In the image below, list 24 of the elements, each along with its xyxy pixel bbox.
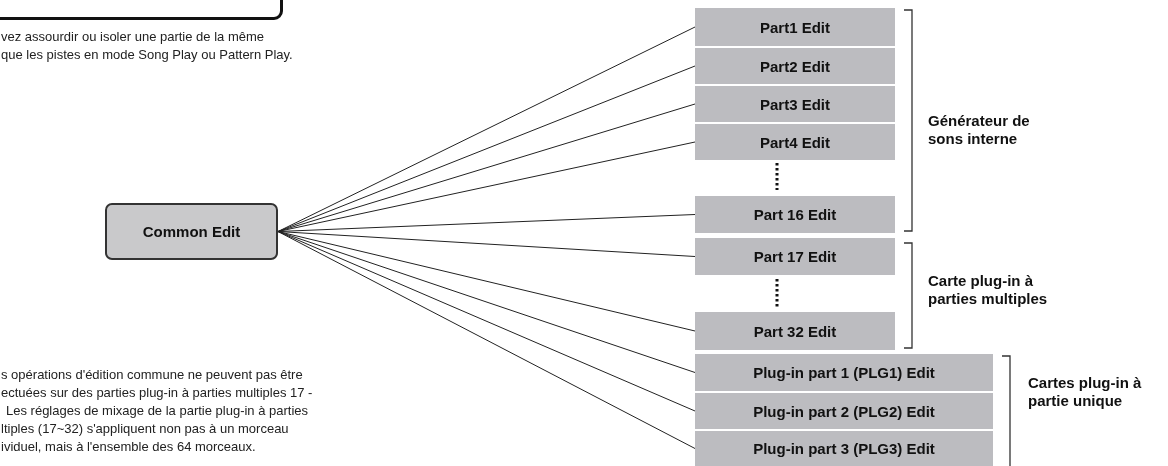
common-edit-box: Common Edit xyxy=(105,203,278,260)
connector-line xyxy=(277,231,696,449)
part-edit-box: Part1 Edit xyxy=(695,8,895,46)
group-label: Cartes plug-in à partie unique xyxy=(1028,374,1143,410)
part-edit-box: Part4 Edit xyxy=(695,124,895,160)
part-edit-box: Plug-in part 1 (PLG1) Edit xyxy=(695,354,993,391)
connector-line xyxy=(277,231,696,412)
part-edit-box: Part 17 Edit xyxy=(695,238,895,275)
group-label: Carte plug-in à parties multiples xyxy=(928,272,1049,308)
note-text: ectuées sur des parties plug-in à parties multiples 17 - xyxy=(1,385,313,401)
note-text: ividuel, mais à l'ensemble des 64 morceaux. xyxy=(1,439,256,455)
note-text: s opérations d'édition commune ne peuvent pas être xyxy=(1,367,303,383)
part-edit-box: Plug-in part 3 (PLG3) Edit xyxy=(695,431,993,466)
part-edit-box: Part 16 Edit xyxy=(695,196,895,233)
note-text: vez assourdir ou isoler une partie de la même xyxy=(1,29,265,45)
group-label: Générateur de sons interne xyxy=(928,112,1031,148)
part-edit-box: Plug-in part 2 (PLG2) Edit xyxy=(695,393,993,429)
note-text: ltiples (17~32) s'appliquent non pas à un morceau xyxy=(1,421,289,437)
part-edit-box: Part3 Edit xyxy=(695,86,895,122)
connector-line xyxy=(277,103,696,232)
part-edit-box: Part 32 Edit xyxy=(695,312,895,350)
part-edit-box: Part2 Edit xyxy=(695,48,895,84)
note-text: Les réglages de mixage de la partie plug-in à parties xyxy=(6,403,309,419)
note-text: que les pistes en mode Song Play ou Pattern Play. xyxy=(1,47,293,63)
